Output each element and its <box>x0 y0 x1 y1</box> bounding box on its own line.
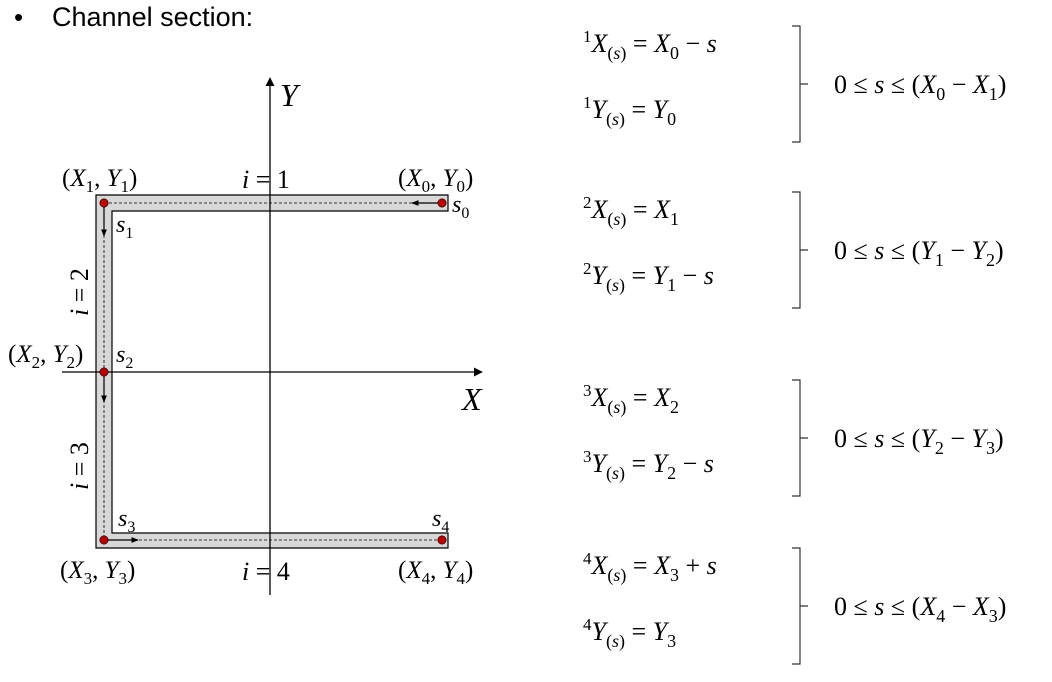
heading-title: Channel section: <box>52 2 254 32</box>
segment-label-1: i = 1 <box>242 165 290 194</box>
point-label-0: (X1, Y1) <box>62 165 137 196</box>
equation-group-3: 3X(s) = X2 3Y(s) = Y2 − s 0 ≤ s ≤ (Y2 − Y3… <box>583 379 1004 497</box>
x-axis-label: X <box>460 381 483 417</box>
segment-label-2: i = 2 <box>65 268 94 316</box>
channel-wall <box>95 194 449 549</box>
equation-range-1: 0 ≤ s ≤ (X0 − X1) <box>834 70 1006 104</box>
equation-range-4: 0 ≤ s ≤ (X4 − X3) <box>834 592 1006 626</box>
equation-y-3: 3Y(s) = Y2 − s <box>583 447 714 484</box>
equation-y-4: 4Y(s) = Y3 <box>583 615 676 652</box>
point-x3y3 <box>99 535 109 545</box>
point-label-3: (X3, Y3) <box>60 557 135 588</box>
equation-group-1: 1X(s) = X0 − s 1Y(s) = Y0 0 ≤ s ≤ (X0 − X1… <box>583 25 1006 143</box>
point-label-4: (X4, Y4) <box>398 557 473 588</box>
equation-y-2: 2Y(s) = Y1 − s <box>583 259 714 296</box>
equation-x-3: 3X(s) = X2 <box>583 381 679 418</box>
equation-group-2: 2X(s) = X1 2Y(s) = Y1 − s 0 ≤ s ≤ (Y1 − Y2… <box>583 191 1004 309</box>
equation-x-1: 1X(s) = X0 − s <box>583 27 717 64</box>
s-label-3: s3 <box>118 506 135 536</box>
brace-2 <box>792 191 808 309</box>
point-x0y0 <box>437 198 447 208</box>
brace-4 <box>792 547 808 665</box>
equation-range-2: 0 ≤ s ≤ (Y1 − Y2) <box>834 236 1004 270</box>
brace-3 <box>792 379 808 497</box>
brace-1 <box>792 25 808 143</box>
equation-x-2: 2X(s) = X1 <box>583 193 679 230</box>
bullet-marker: • <box>14 2 24 32</box>
equation-y-1: 1Y(s) = Y0 <box>583 93 676 130</box>
y-axis-label: Y <box>280 77 301 113</box>
s-label-0: s0 <box>452 192 469 222</box>
s-label-1: s1 <box>116 212 133 242</box>
equation-range-3: 0 ≤ s ≤ (Y2 − Y3) <box>834 424 1004 458</box>
equation-group-4: 4X(s) = X3 + s 4Y(s) = Y3 0 ≤ s ≤ (X4 − X3… <box>583 547 1006 665</box>
segment-label-4: i = 4 <box>242 557 290 586</box>
point-label-1: (X0, Y0) <box>398 165 473 196</box>
point-x1y1 <box>99 198 109 208</box>
s-label-4: s4 <box>432 506 449 536</box>
point-x4y4 <box>437 535 447 545</box>
segment-label-3: i = 3 <box>65 442 94 490</box>
point-x2y2 <box>99 367 109 377</box>
s-label-2: s2 <box>116 342 133 372</box>
equation-x-4: 4X(s) = X3 + s <box>583 549 717 586</box>
point-label-2: (X2, Y2) <box>8 341 83 372</box>
